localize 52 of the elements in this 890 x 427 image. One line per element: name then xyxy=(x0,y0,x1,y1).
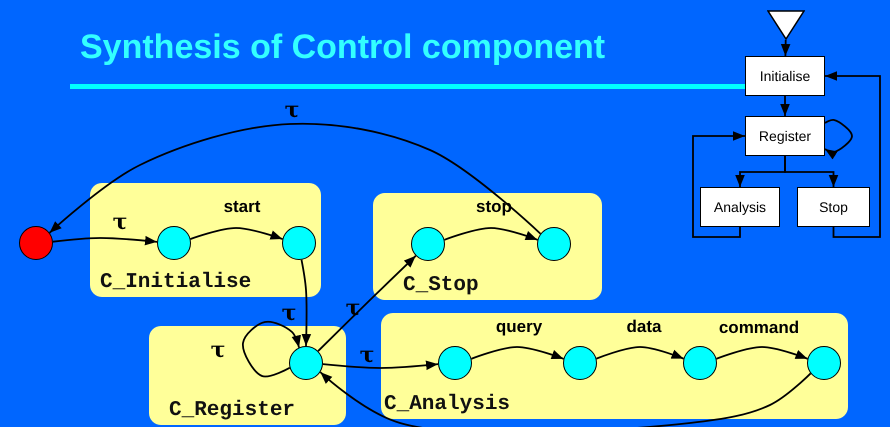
process-box: Initialise xyxy=(745,56,825,96)
initial-state-circle xyxy=(19,226,53,260)
arrow xyxy=(780,96,790,116)
edge-label: start xyxy=(224,197,260,217)
edge-label: τ xyxy=(112,211,128,233)
arrow xyxy=(784,156,838,187)
state-circle xyxy=(563,346,597,380)
arrow xyxy=(49,122,542,234)
component-panel xyxy=(381,313,848,419)
edge-label: query xyxy=(496,317,542,337)
state-circle xyxy=(438,346,472,380)
arrow xyxy=(320,371,812,427)
component-label: C_Analysis xyxy=(384,393,510,416)
process-box: Analysis xyxy=(700,187,780,227)
state-circle xyxy=(807,346,841,380)
arrow xyxy=(716,346,808,360)
edge-label: command xyxy=(718,318,800,338)
arrow xyxy=(780,40,790,56)
state-circle xyxy=(289,346,323,380)
component-label: C_Initialise xyxy=(100,271,252,294)
arrow xyxy=(471,346,564,360)
arrow xyxy=(824,119,853,160)
arrow xyxy=(190,227,283,240)
component-panel xyxy=(149,326,346,425)
component-panel xyxy=(90,183,321,297)
edge-label: τ xyxy=(210,339,226,361)
edge-label: τ xyxy=(346,297,360,319)
state-circle xyxy=(537,227,571,261)
edge-label: data xyxy=(626,317,662,337)
state-circle xyxy=(157,226,191,260)
edge-label: τ xyxy=(282,302,296,324)
component-label: C_Stop xyxy=(403,274,479,297)
arrow xyxy=(596,346,684,360)
process-box: Register xyxy=(745,116,825,156)
slide-title: Synthesis of Control component xyxy=(80,28,606,67)
edge-label: τ xyxy=(284,99,300,121)
arrow xyxy=(52,236,158,246)
arrow xyxy=(300,260,312,346)
state-circle xyxy=(411,227,445,261)
arrow xyxy=(242,320,301,378)
component-panel xyxy=(373,193,602,300)
arrow xyxy=(317,255,416,352)
arrow xyxy=(444,227,538,241)
arrow xyxy=(692,131,745,238)
state-circle xyxy=(683,346,717,380)
process-box: Stop xyxy=(797,187,870,227)
state-circle xyxy=(282,226,316,260)
arrow xyxy=(825,71,881,238)
component-label: C_Register xyxy=(169,399,296,422)
edge-label: stop xyxy=(476,197,512,217)
edge-label: τ xyxy=(360,344,374,366)
arrow xyxy=(322,360,438,370)
